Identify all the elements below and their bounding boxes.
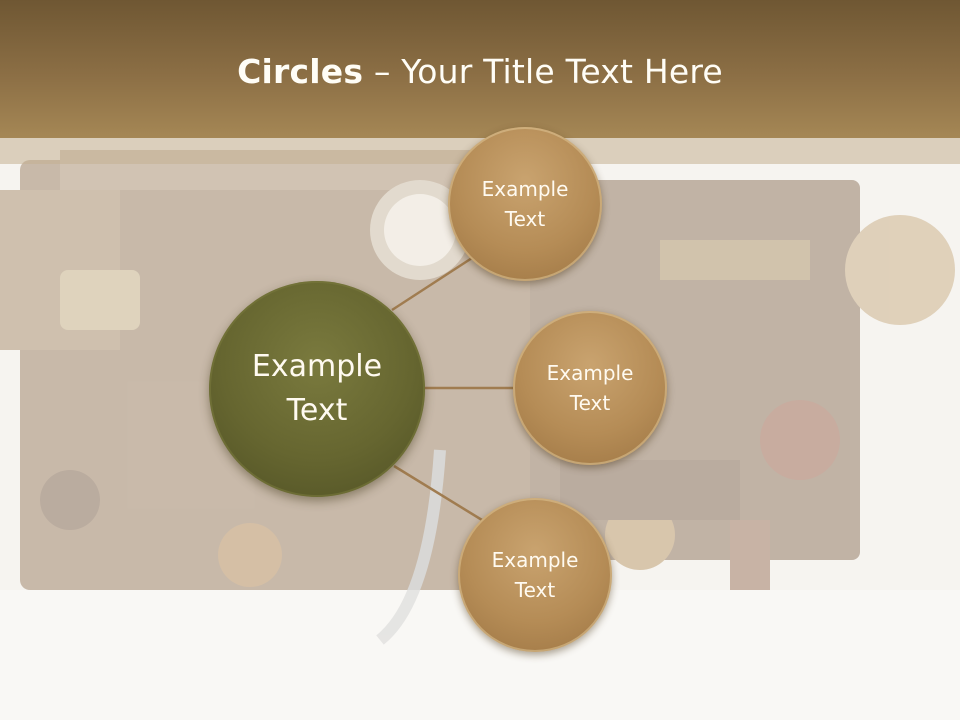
title-bold: Circles bbox=[237, 52, 364, 91]
center-circle[interactable]: Example Text bbox=[209, 281, 425, 497]
title-bar: Circles – Your Title Text Here bbox=[0, 0, 960, 138]
node-circle-label: Example Text bbox=[546, 361, 634, 415]
node-circle-1[interactable]: Example Text bbox=[448, 127, 602, 281]
connector-line-1 bbox=[391, 256, 473, 312]
node-circle-2[interactable]: Example Text bbox=[513, 311, 667, 465]
title-rest: – Your Title Text Here bbox=[363, 52, 723, 91]
node-circle-3[interactable]: Example Text bbox=[458, 498, 612, 652]
node-circle-label: Example Text bbox=[491, 548, 579, 602]
node-circle-label: Example Text bbox=[481, 177, 569, 231]
connector-line-3 bbox=[393, 464, 483, 522]
center-circle-label: Example Text bbox=[251, 349, 383, 428]
slide-title[interactable]: Circles – Your Title Text Here bbox=[0, 52, 960, 91]
